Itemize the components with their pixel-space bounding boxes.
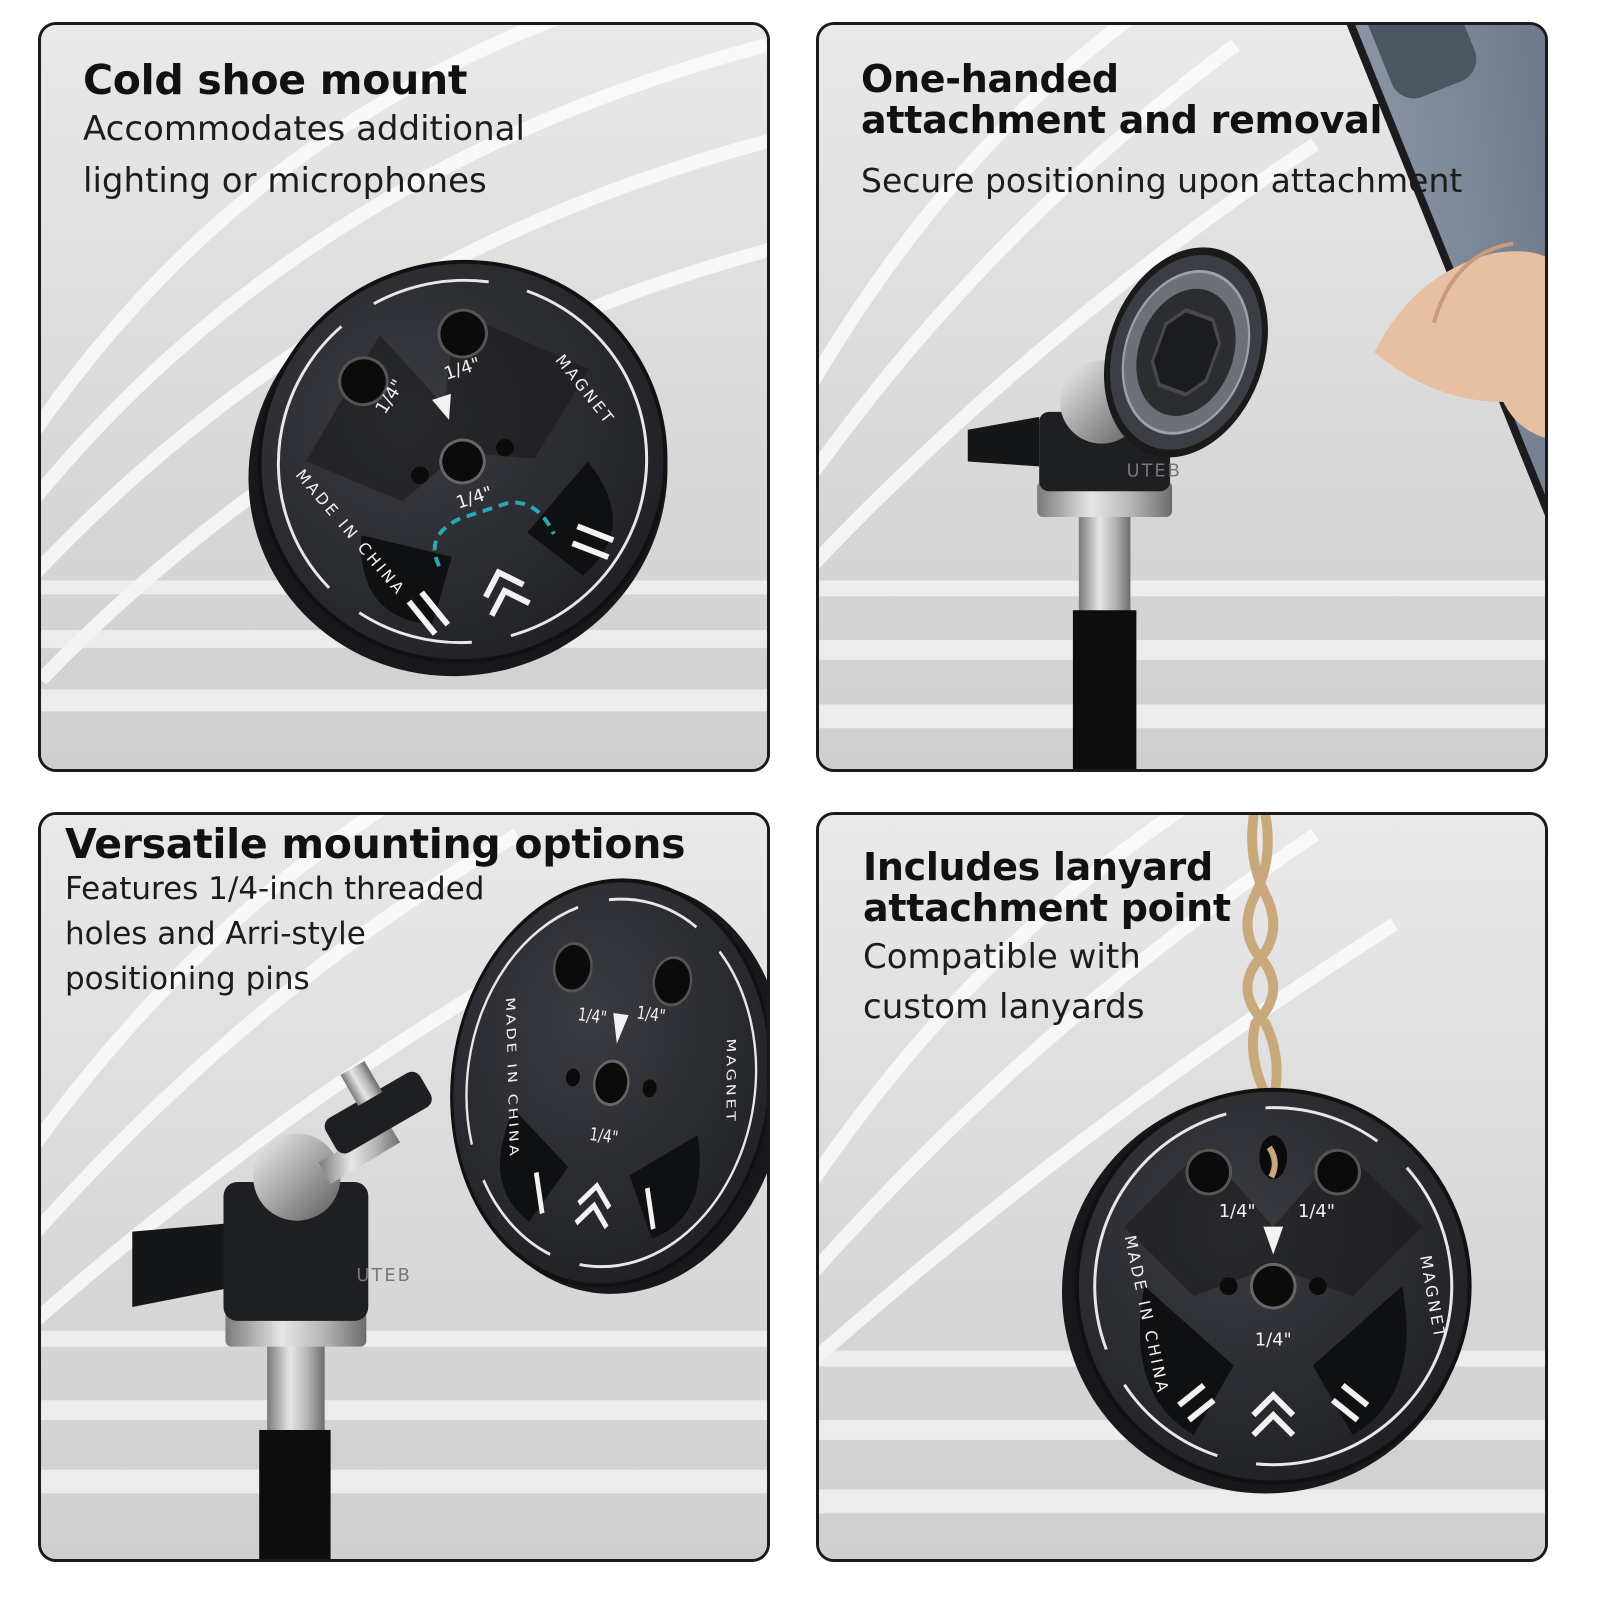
caption-block: Includes lanyard attachment point Compat… bbox=[863, 847, 1231, 1029]
panel-cold-shoe-mount: 1/4" 1/4" 1/4" MAGNET MADE IN CHINA Cold… bbox=[38, 22, 770, 772]
panel-title-line-2: attachment point bbox=[863, 886, 1231, 930]
panel-subtitle-line-1: Compatible with bbox=[863, 937, 1141, 977]
panel-subtitle: Secure positioning upon attachment bbox=[861, 161, 1463, 200]
thread-label-right: 1/4" bbox=[635, 1002, 666, 1027]
magnetic-plate-photo: 1/4" 1/4" 1/4" MAGNET MADE IN CHINA bbox=[248, 259, 668, 677]
caption-block: One-handed attachment and removal Secure… bbox=[861, 59, 1462, 207]
stand-pole bbox=[1072, 610, 1137, 769]
ball-head-knob bbox=[967, 416, 1040, 467]
lanyard-rope bbox=[1242, 815, 1282, 1116]
phone-mount-photo: UTEB bbox=[967, 25, 1545, 769]
thread-label-right: 1/4" bbox=[1298, 1201, 1335, 1222]
brand-label: UTEB bbox=[356, 1265, 411, 1286]
caption-block: Cold shoe mount Accommodates additional … bbox=[83, 57, 525, 207]
panel-subtitle-line-1: Features 1/4-inch threaded bbox=[65, 871, 485, 907]
stand-stem bbox=[1078, 506, 1131, 616]
panel-subtitle-line-1: Accommodates additional bbox=[83, 109, 525, 149]
thread-label-center: 1/4" bbox=[1255, 1330, 1292, 1351]
panel-subtitle-line-2: lighting or microphones bbox=[83, 161, 487, 201]
caption-block: Versatile mounting options Features 1/4-… bbox=[65, 820, 686, 1002]
panel-subtitle-line-2: custom lanyards bbox=[863, 987, 1145, 1027]
panel-title-line-2: attachment and removal bbox=[861, 98, 1383, 142]
panel-title: Versatile mounting options bbox=[65, 820, 686, 868]
thread-label-left: 1/4" bbox=[577, 1003, 608, 1028]
brand-label: UTEB bbox=[1126, 460, 1181, 481]
panel-title-line-1: Includes lanyard bbox=[863, 845, 1213, 889]
thread-label-left: 1/4" bbox=[1219, 1201, 1256, 1222]
panel-subtitle-line-3: positioning pins bbox=[65, 961, 310, 997]
panel-lanyard-attachment: 1/4" 1/4" 1/4" MAGNET MADE IN CHINA Incl… bbox=[816, 812, 1548, 1562]
panel-subtitle-line-2: holes and Arri-style bbox=[65, 916, 366, 952]
ball-head-with-plate-photo: UTEB 1/4" 1/4" 1/4" MAGNET MADE IN CHINA bbox=[132, 878, 767, 1559]
hanging-plate-photo: 1/4" 1/4" 1/4" MAGNET MADE IN CHINA bbox=[1061, 815, 1472, 1494]
thread-label-center: 1/4" bbox=[588, 1123, 619, 1148]
panel-title: Cold shoe mount bbox=[83, 56, 468, 104]
hand bbox=[1374, 251, 1545, 438]
origin-label: MADE IN CHINA bbox=[503, 997, 521, 1160]
panel-title-line-1: One-handed bbox=[861, 57, 1119, 101]
panel-one-handed-attachment: UTEB One-handed attachment and removal S… bbox=[816, 22, 1548, 772]
panel-versatile-mounting: UTEB 1/4" 1/4" 1/4" MAGNET MADE IN CHINA bbox=[38, 812, 770, 1562]
magnet-label: MAGNET bbox=[723, 1038, 737, 1125]
